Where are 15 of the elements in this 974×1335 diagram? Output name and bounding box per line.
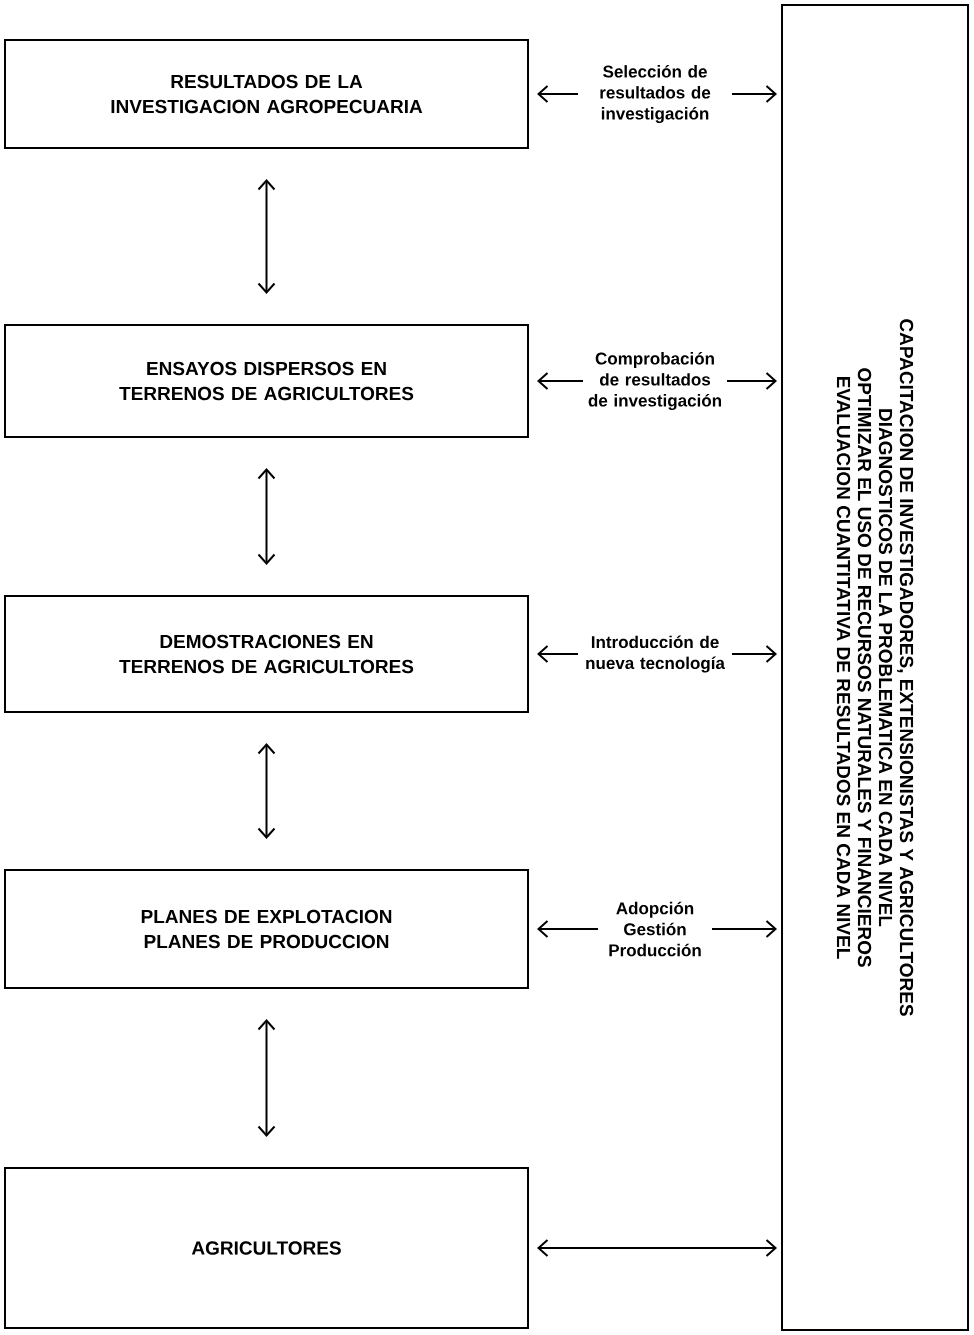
- arrow: [257, 468, 276, 565]
- process-box: PLANES DE EXPLOTACION PLANES DE PRODUCCION: [4, 869, 529, 989]
- edge-label: Selección de resultados de investigación: [578, 62, 732, 126]
- arrow: [257, 1019, 276, 1137]
- process-box: DEMOSTRACIONES EN TERRENOS DE AGRICULTORES: [4, 595, 529, 713]
- side-panel: CAPACITACION DE INVESTIGADORES, EXTENSIONISTAS Y AGRICULTORES DIAGNOSTICOS DE LA PROBLEMATICA EN CADA NIVEL OPTIMIZAR EL USO DE RECURSOS NATURALES Y FINANCIEROS EVALUACION CUANTITATIVA DE RESULTADOS EN CADA NIVEL: [781, 4, 969, 1331]
- edge-label: Comprobación de resultados de investigación: [583, 349, 727, 413]
- arrow: [257, 179, 276, 294]
- arrow: [537, 1239, 777, 1257]
- arrow: [257, 743, 276, 839]
- process-box: AGRICULTORES: [4, 1167, 529, 1329]
- edge-label: Adopción Gestión Producción: [598, 899, 712, 959]
- edge-label: Introducción de nueva tecnología: [578, 633, 732, 675]
- process-box: RESULTADOS DE LA INVESTIGACION AGROPECUARIA: [4, 39, 529, 149]
- process-box: ENSAYOS DISPERSOS EN TERRENOS DE AGRICULTORES: [4, 324, 529, 438]
